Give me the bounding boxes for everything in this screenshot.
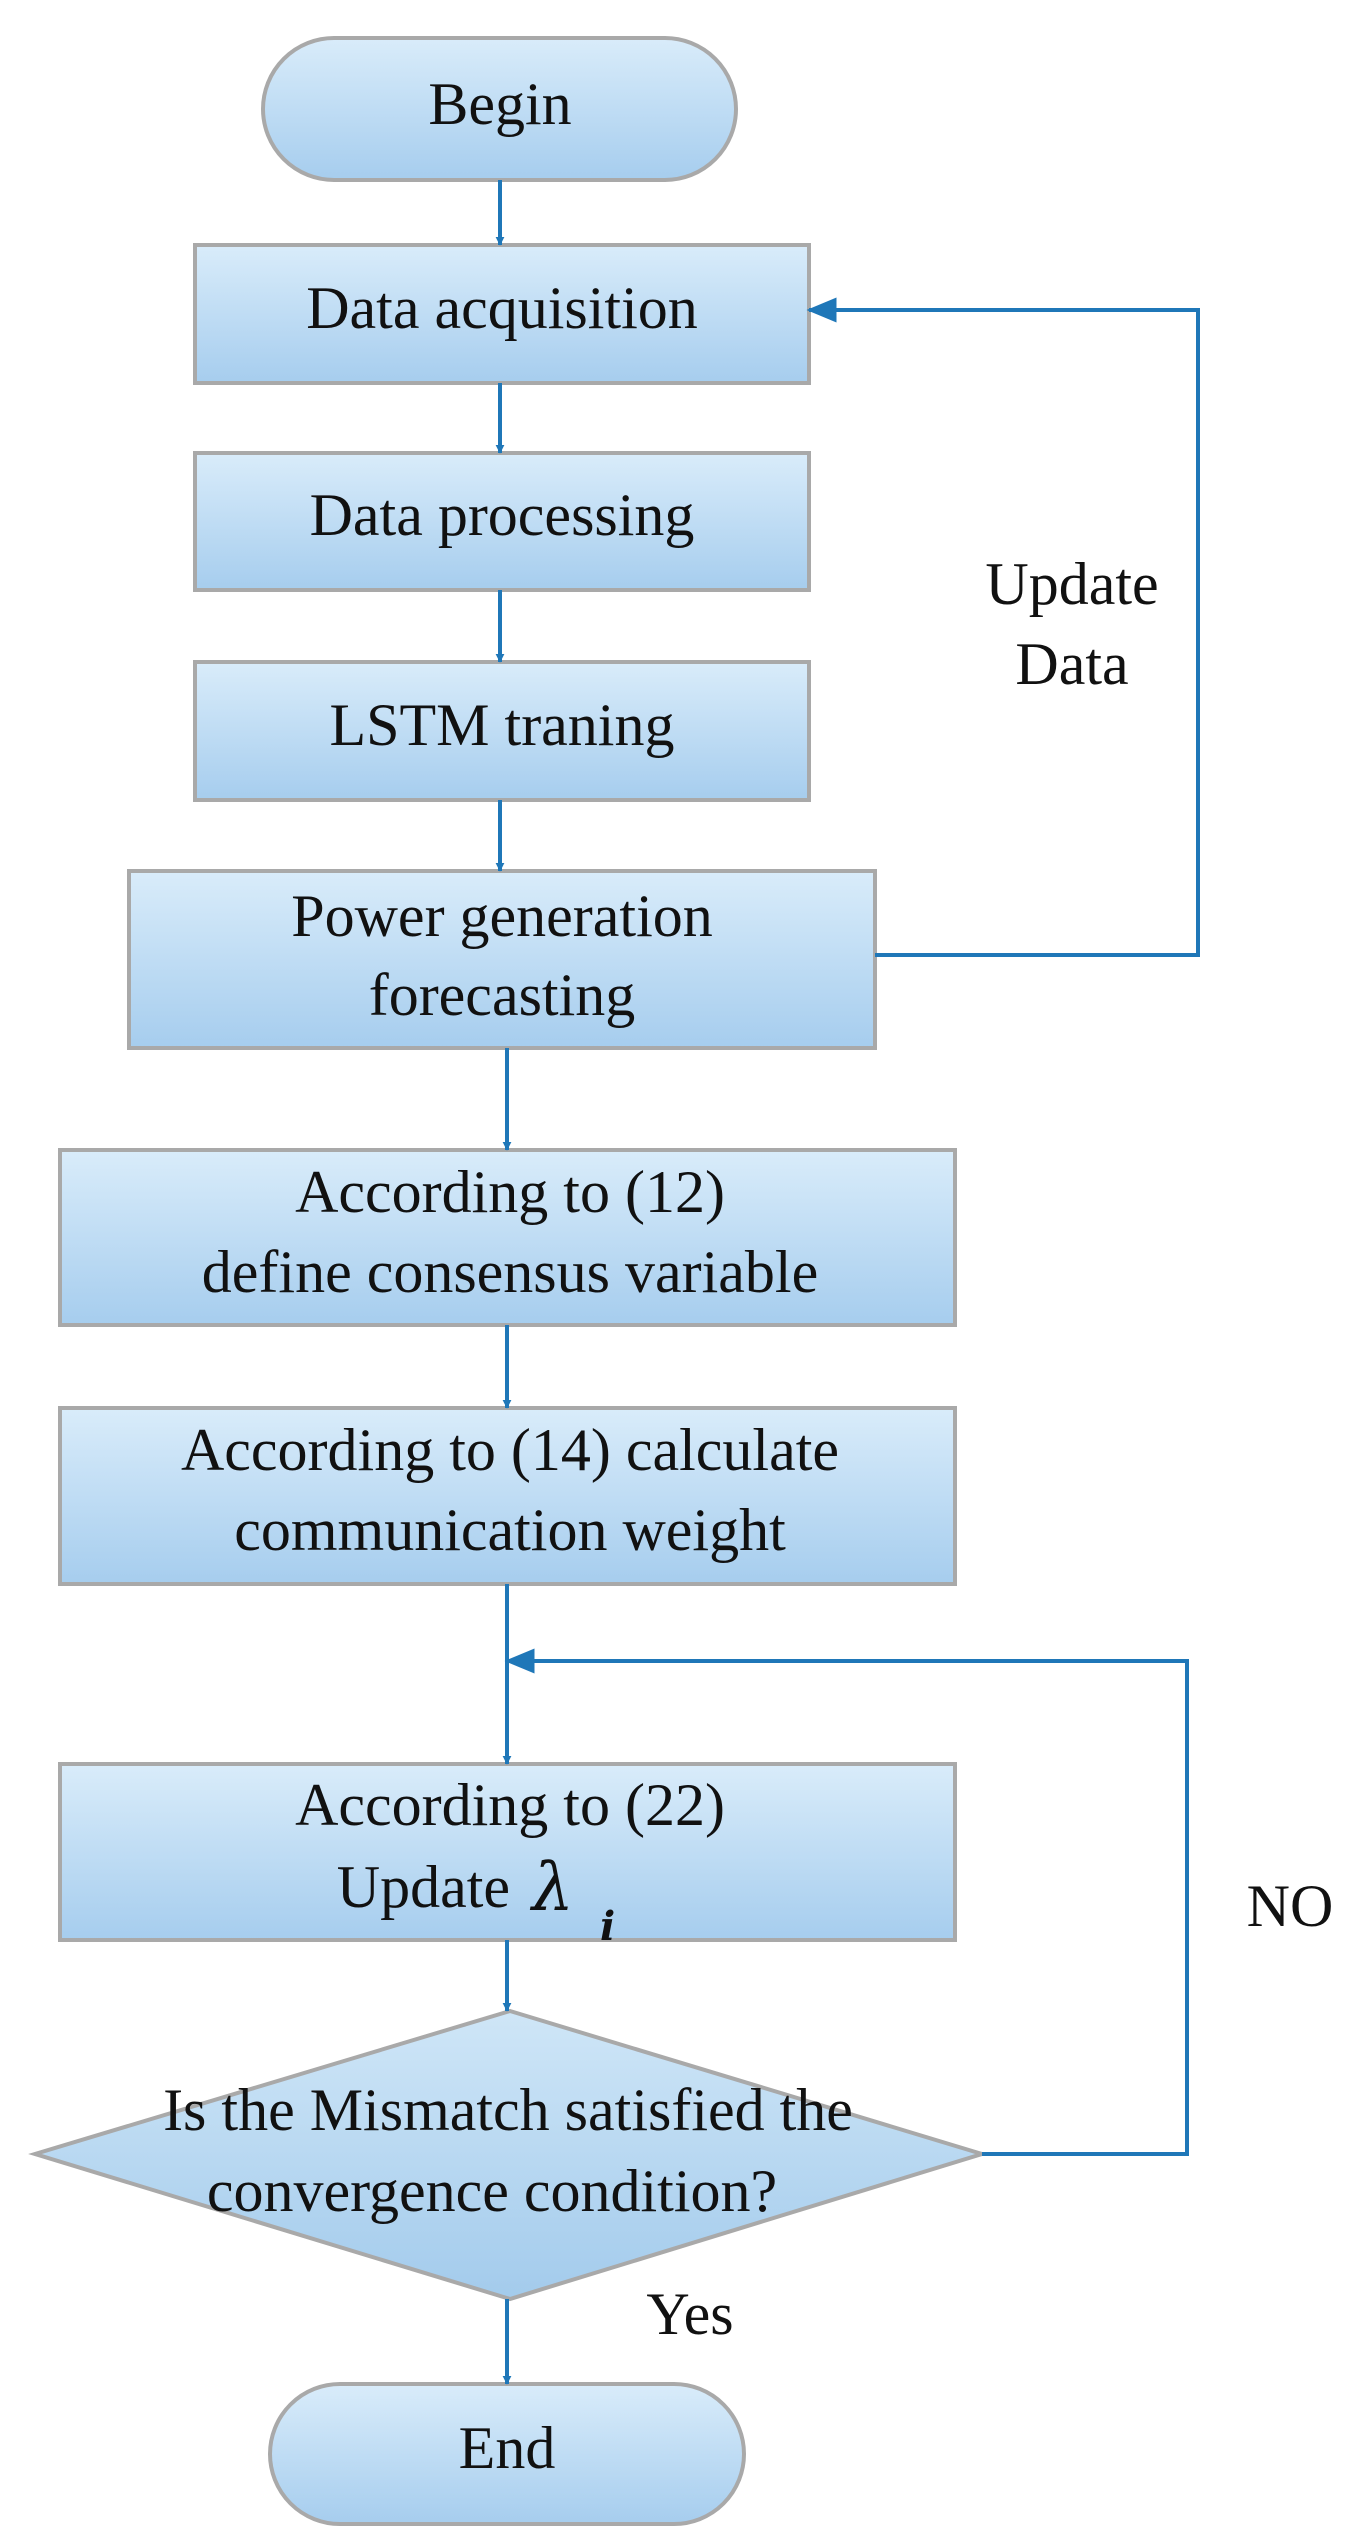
end-node: End xyxy=(268,2382,746,2526)
forecasting-label-line2: forecasting xyxy=(369,962,636,1028)
lambda-symbol: λ xyxy=(529,1849,574,1926)
consensus-node: According to (12) define consensus varia… xyxy=(58,1148,957,1327)
yes-label: Yes xyxy=(646,2281,733,2347)
lambda-subscript: i xyxy=(600,1903,615,1950)
decision-node: Is the Mismatch satisfied the convergenc… xyxy=(28,2008,989,2302)
decision-label-line2: convergence condition? xyxy=(207,2158,777,2224)
forecasting-node: Power generation forecasting xyxy=(127,869,877,1050)
weight-node: According to (14) calculate communicatio… xyxy=(58,1406,957,1586)
update-lambda-node: According to (22) Update λ i xyxy=(58,1762,957,1950)
decision-label-line1: Is the Mismatch satisfied the xyxy=(163,2077,853,2143)
begin-node: Begin xyxy=(261,36,738,182)
arrow-update-data-loop xyxy=(806,297,1200,957)
end-label: End xyxy=(459,2415,556,2481)
update-lambda-label-prefix: Update xyxy=(337,1854,510,1920)
update-lambda-label-line1: According to (22) xyxy=(295,1772,725,1838)
data-acquisition-label: Data acquisition xyxy=(306,275,698,341)
data-processing-node: Data processing xyxy=(193,451,811,592)
arrow-no-loop xyxy=(504,1648,1189,2156)
weight-label-line1: According to (14) calculate xyxy=(181,1417,839,1483)
lstm-training-node: LSTM traning xyxy=(193,660,811,802)
consensus-label-line2: define consensus variable xyxy=(202,1239,818,1305)
no-label: NO xyxy=(1247,1873,1334,1939)
lstm-training-label: LSTM traning xyxy=(330,692,675,758)
weight-label-line2: communication weight xyxy=(234,1497,786,1563)
forecasting-label-line1: Power generation xyxy=(291,883,713,949)
update-data-label-line1: Update xyxy=(985,551,1158,617)
begin-label: Begin xyxy=(428,71,571,137)
data-acquisition-node: Data acquisition xyxy=(193,243,811,385)
update-data-label-line2: Data xyxy=(1015,631,1128,697)
consensus-label-line1: According to (12) xyxy=(295,1159,725,1225)
data-processing-label: Data processing xyxy=(310,482,695,548)
